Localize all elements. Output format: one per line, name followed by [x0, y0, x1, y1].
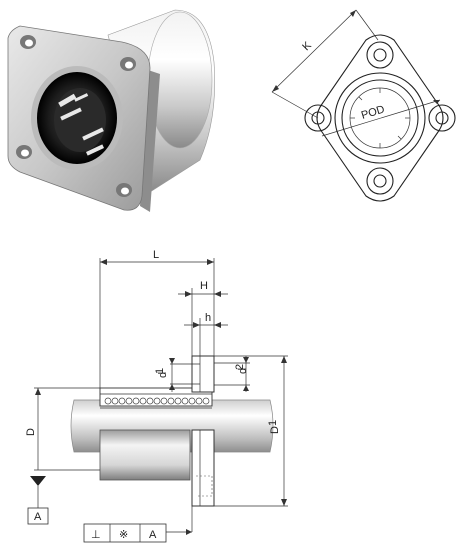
l-dimension-label: L [153, 249, 159, 261]
datum-triangle [30, 476, 46, 486]
d-dimension-label: D [25, 428, 37, 436]
tolerance-datum-label: A [149, 529, 157, 541]
h-upper-dimension-label: H [200, 280, 208, 292]
section-balls [104, 397, 210, 405]
d2-dimension-label: d [237, 368, 249, 374]
h-lower-dimension-label: h [205, 312, 211, 324]
bearing-balls [58, 93, 105, 156]
k-dimension-label: K [300, 39, 314, 53]
d1-subscript: 1 [154, 368, 166, 374]
pod-label: POD [360, 103, 386, 121]
flange-bolt-hole [116, 183, 132, 197]
flange-front-view: POD K [271, 9, 456, 202]
flange-bolt-hole [120, 57, 136, 71]
d1-outer-subscript: 1 [267, 420, 279, 426]
datum-box [27, 507, 49, 525]
d1-outer-dimension-label: D [269, 426, 281, 434]
datum-label: A [34, 511, 42, 523]
flange-bolt-hole [20, 35, 36, 49]
perpendicularity-symbol: ⊥ [91, 529, 101, 541]
flange-bolt-hole [16, 145, 32, 159]
product-render [7, 9, 216, 212]
tolerance-value-symbol: ※ [119, 529, 128, 541]
d1-dimension-label: d [157, 372, 169, 378]
d2-subscript: 2 [234, 364, 246, 370]
section-view: L H h d 1 d 2 D [25, 249, 288, 543]
tolerance-frame: ⊥ ※ A [83, 523, 167, 543]
